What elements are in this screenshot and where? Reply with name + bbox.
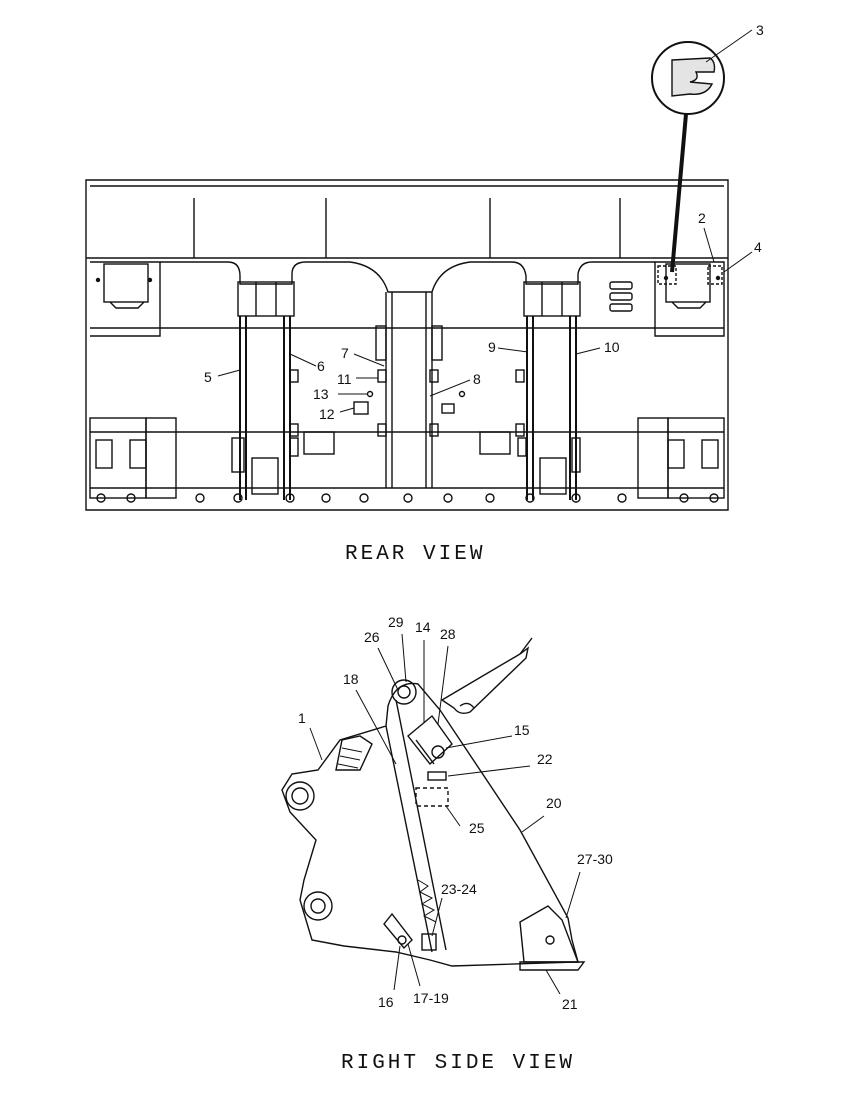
callout-10: 10 [604,339,620,355]
callout-16: 16 [378,994,394,1010]
callout-13: 13 [313,386,329,402]
callout-14: 14 [415,619,431,635]
callout-4: 4 [754,239,762,255]
callout-3: 3 [756,22,764,38]
callout-17-19: 17-19 [413,990,449,1006]
callout-6: 6 [317,358,325,374]
rear-view-drawing [85,41,729,511]
callout-1: 1 [298,710,306,726]
rear-view-title: REAR VIEW [345,543,485,566]
side-view-leaders [309,633,581,995]
callout-28: 28 [440,626,456,642]
callout-25: 25 [469,820,485,836]
callout-26: 26 [364,629,380,645]
right-side-view-title: RIGHT SIDE VIEW [341,1052,575,1075]
callout-12: 12 [319,406,335,422]
cutting-edge-bolts [96,493,719,503]
side-view-drawing [281,637,586,971]
callout-2: 2 [698,210,706,226]
callout-21: 21 [562,996,578,1012]
callout-20: 20 [546,795,562,811]
rear-view-leaders [217,29,753,413]
callout-15: 15 [514,722,530,738]
callout-27-30: 27-30 [577,851,613,867]
callout-18: 18 [343,671,359,687]
callout-9: 9 [488,339,496,355]
callout-22: 22 [537,751,553,767]
callout-23-24: 23-24 [441,881,477,897]
callout-29: 29 [388,614,404,630]
callout-11: 11 [337,371,352,387]
callout-5: 5 [204,369,212,385]
callout-8: 8 [473,371,481,387]
callout-7: 7 [341,345,349,361]
